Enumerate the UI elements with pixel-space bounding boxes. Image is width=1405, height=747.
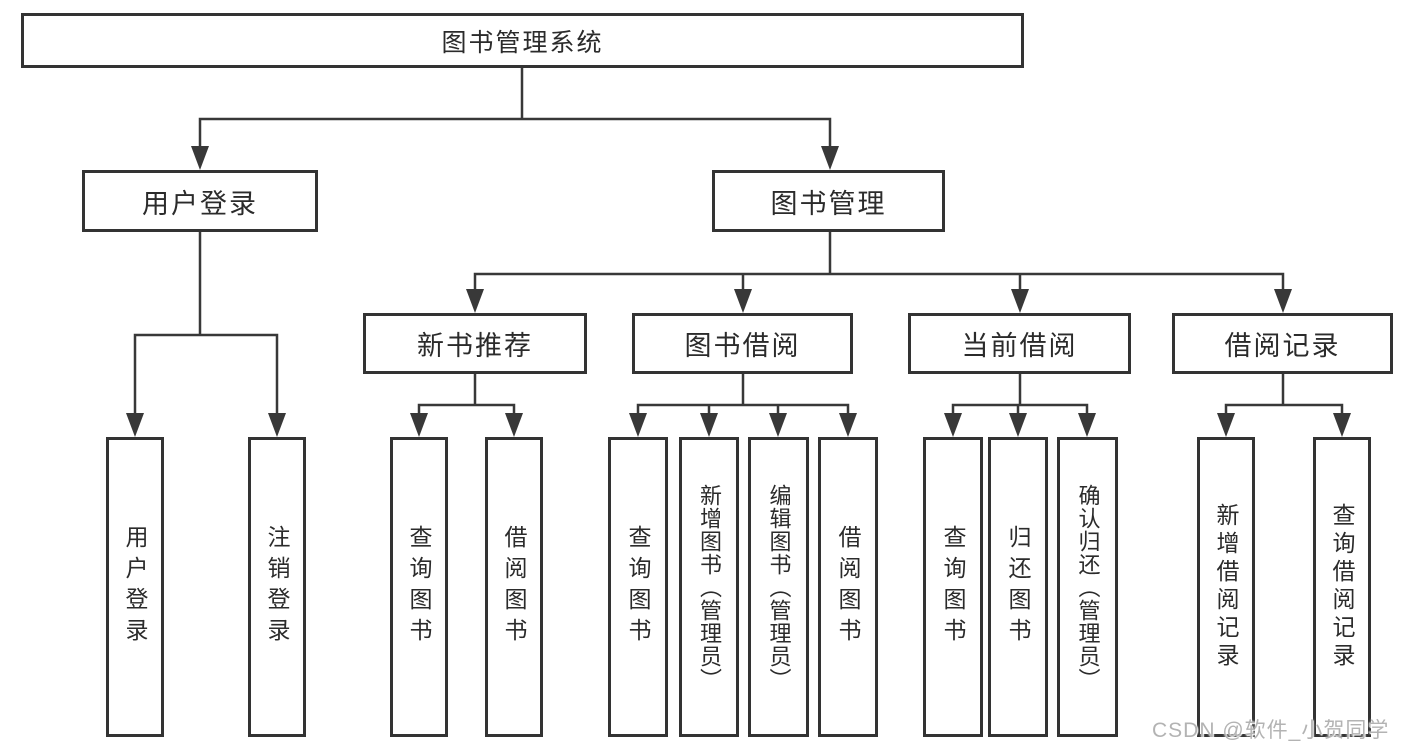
leaf-query-books-borrow: 查询图书	[608, 437, 668, 737]
arrowhead	[505, 413, 523, 437]
leaf-query-borrow-record: 查询借阅记录	[1313, 437, 1371, 737]
arrowhead	[769, 413, 787, 437]
node-book-borrow: 图书借阅	[632, 313, 853, 374]
leaf-borrow-books-recommend: 借阅图书	[485, 437, 543, 737]
csdn-watermark: CSDN @软件_小贺同学	[1152, 719, 1390, 742]
arrowhead	[466, 289, 484, 313]
arrowhead	[700, 413, 718, 437]
arrowhead	[268, 413, 286, 437]
arrowhead	[1078, 413, 1096, 437]
leaf-borrow-books: 借阅图书	[818, 437, 878, 737]
arrowhead	[944, 413, 962, 437]
arrowhead	[839, 413, 857, 437]
node-book-management: 图书管理	[712, 170, 945, 232]
connector-lines	[133, 66, 1344, 421]
leaf-confirm-return-admin: 确认归还（管理员）	[1057, 437, 1118, 737]
arrowhead	[734, 289, 752, 313]
arrowhead	[1011, 289, 1029, 313]
leaf-query-books-current: 查询图书	[923, 437, 983, 737]
leaf-logout: 注销登录	[248, 437, 306, 737]
node-current-borrow: 当前借阅	[908, 313, 1131, 374]
node-root-system: 图书管理系统	[21, 13, 1024, 68]
arrowhead	[1009, 413, 1027, 437]
arrowheads	[126, 146, 1351, 437]
arrowhead	[126, 413, 144, 437]
leaf-add-book-admin: 新增图书（管理员）	[679, 437, 739, 737]
arrowhead	[821, 146, 839, 170]
leaf-add-borrow-record: 新增借阅记录	[1197, 437, 1255, 737]
arrowhead	[1274, 289, 1292, 313]
arrowhead	[1333, 413, 1351, 437]
arrowhead	[629, 413, 647, 437]
node-borrow-records: 借阅记录	[1172, 313, 1393, 374]
leaf-user-login: 用户登录	[106, 437, 164, 737]
arrowhead	[1217, 413, 1235, 437]
leaf-query-books-recommend: 查询图书	[390, 437, 448, 737]
leaf-return-book: 归还图书	[988, 437, 1048, 737]
node-user-login: 用户登录	[82, 170, 318, 232]
arrowhead	[410, 413, 428, 437]
arrowhead	[191, 146, 209, 170]
leaf-edit-book-admin: 编辑图书（管理员）	[748, 437, 809, 737]
node-new-book-recommend: 新书推荐	[363, 313, 587, 374]
